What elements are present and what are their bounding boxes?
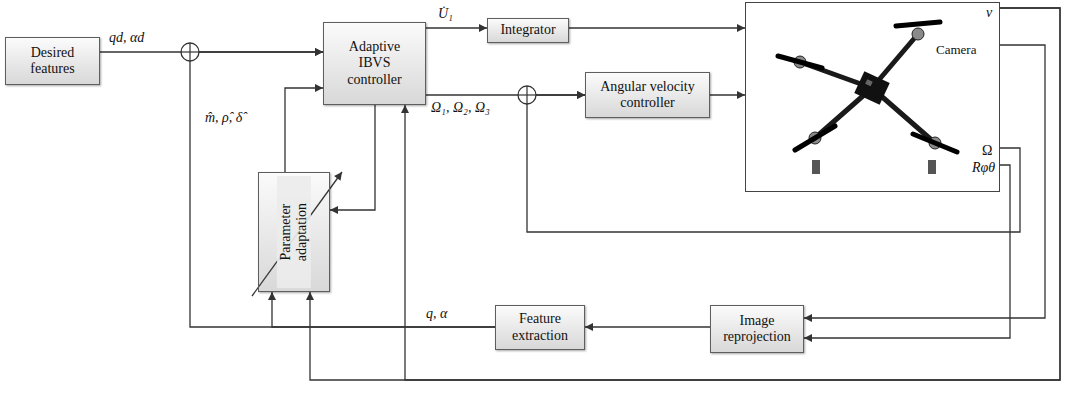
input-box: Desired features [5,37,100,85]
signal-connector [272,292,495,327]
signal-connector [405,8,1060,380]
block-label: Feature extraction [500,311,580,343]
signal-label: q, α [425,306,448,322]
signal-label: m̂, ρ̂, δ̂ [204,110,243,126]
block-label: Adaptive IBVS controller [339,39,411,87]
signal-label: qd, αd [108,30,145,46]
block-label: Angular velocity controller [592,79,704,111]
signal-label: U̇₁ [437,6,454,22]
block-label: Image reprojection [715,313,799,345]
signal-label: Rφθ [972,160,995,176]
signal-connector [710,94,745,95]
signal-connector [569,27,745,28]
adaptation-box-ground [258,172,330,292]
integrator-box: Integrator [487,18,569,43]
controller-box: Adaptive IBVS controller [323,22,426,105]
signal-connector [804,165,1010,338]
signal-connector [310,8,1060,380]
summing-junction [181,43,199,61]
signal-connector [330,105,375,210]
signal-label: Ω₁, Ω₂, Ω₃ [430,100,491,116]
signal-label: v [986,5,992,21]
signal-connector [426,27,487,28]
block-label: Desired features [13,45,93,77]
process-box: Image reprojection [710,305,804,353]
signal-label: Camera [936,43,976,58]
block-label: Integrator [500,22,555,38]
signal-connector [804,45,1045,318]
adaptation-box: Parameter adaptation [258,172,330,292]
quadrotor-panel: vCameraΩRφθ [745,2,1000,192]
signal-connector [585,326,710,327]
controller-box: Angular velocity controller [585,72,710,118]
signal-label: Ω [982,143,992,159]
adaptive-arrow [252,172,342,296]
summing-junction [518,86,536,104]
signal-connector [285,88,323,172]
quadrotor-illustration [778,22,957,174]
process-box: Feature extraction [495,305,585,350]
block-label: Parameter adaptation [277,176,311,288]
